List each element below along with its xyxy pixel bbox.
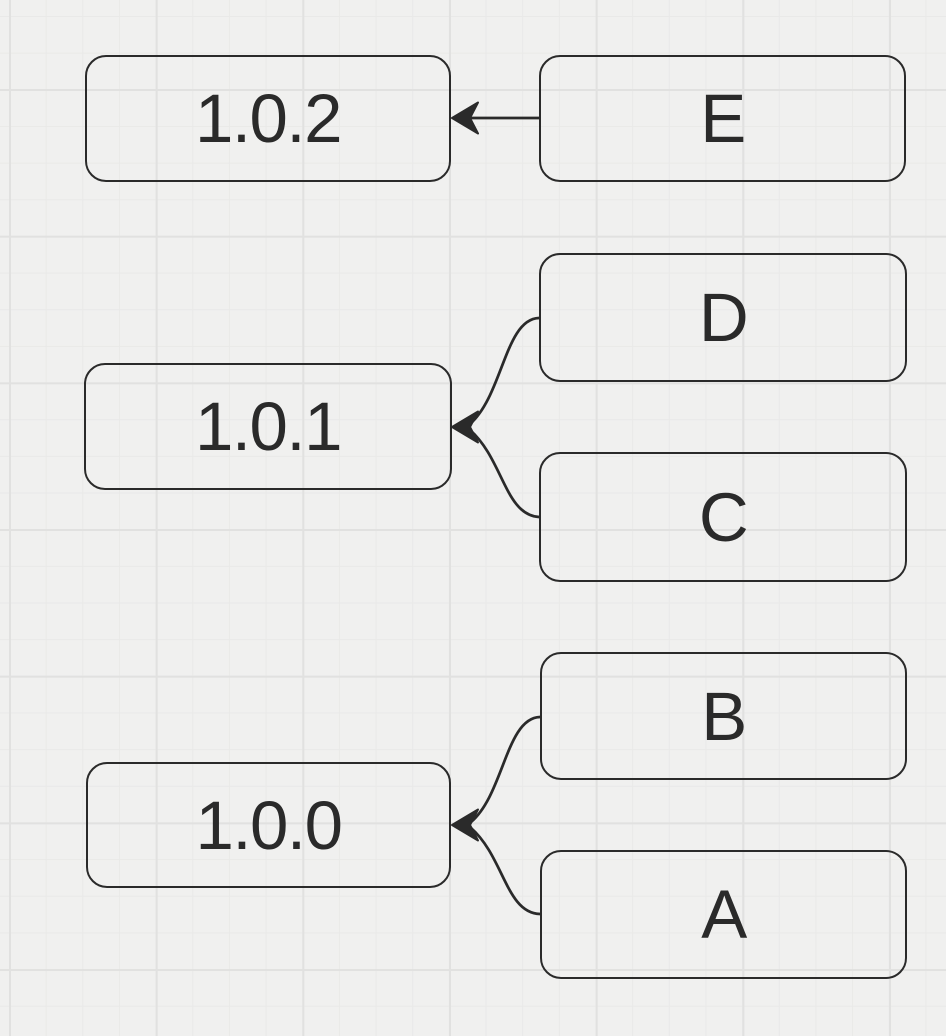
node-version-1-0-2-label: 1.0.2 [195,80,342,157]
node-a-label: A [701,876,747,953]
edge-a-to-v100[interactable] [451,808,542,916]
node-c-label: C [698,478,749,556]
edge-v101-arrowhead [451,410,479,444]
node-d[interactable]: D [539,253,907,382]
node-d-label: D [698,279,749,356]
node-version-1-0-1-label: 1.0.1 [195,388,342,465]
edge-e-to-v102-arrowhead [451,101,479,135]
edge-c-to-v101[interactable] [451,410,541,519]
edge-c-to-v101-line[interactable] [468,428,541,519]
node-version-1-0-0-label: 1.0.0 [195,786,343,864]
node-version-1-0-2[interactable]: 1.0.2 [85,55,451,182]
node-b[interactable]: B [540,652,907,780]
edge-d-to-v101[interactable] [468,316,541,426]
edge-v100-arrowhead [451,808,479,842]
node-e-label: E [700,80,746,157]
node-version-1-0-0[interactable]: 1.0.0 [86,762,451,888]
edge-b-to-v100-line[interactable] [469,715,542,824]
edge-d-to-v101-line[interactable] [468,316,541,426]
edge-b-to-v100[interactable] [469,715,542,824]
edge-a-to-v100-line[interactable] [469,826,542,916]
node-c[interactable]: C [539,452,907,582]
node-version-1-0-1[interactable]: 1.0.1 [84,363,452,490]
edge-e-to-v102[interactable] [451,101,541,135]
node-a[interactable]: A [540,850,907,979]
node-b-label: B [701,677,747,755]
node-e[interactable]: E [539,55,906,182]
